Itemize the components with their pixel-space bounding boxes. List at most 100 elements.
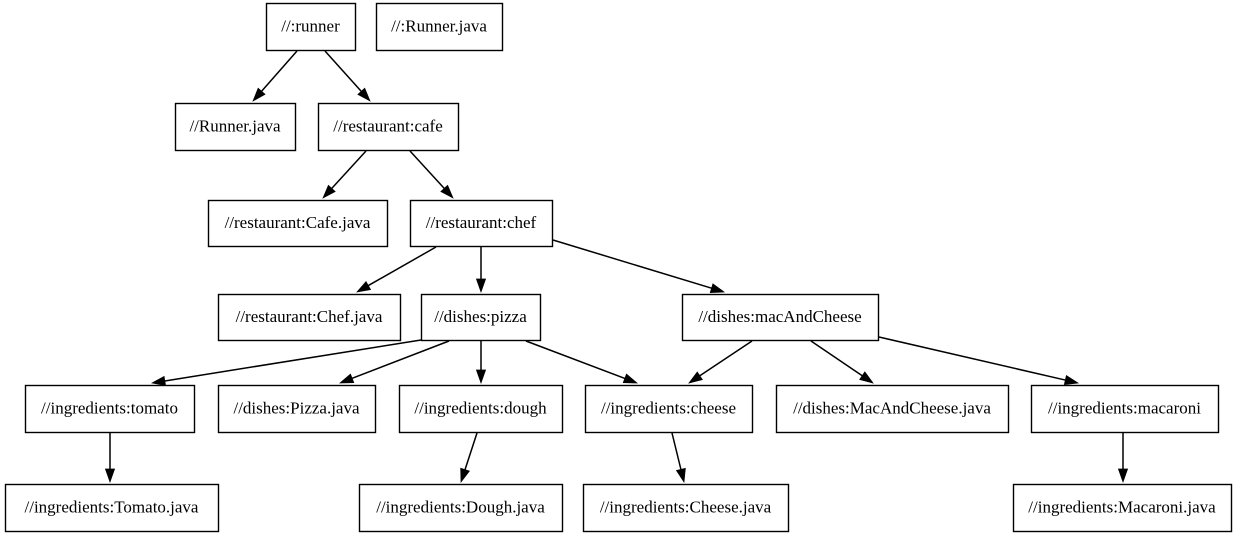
edge-runner-to-cafe: [324, 50, 371, 102]
arrowhead-icon: [709, 283, 726, 293]
edge-macandcheese-to-cheese: [688, 340, 753, 384]
edge-macandcheese-to-macandcheese_java: [810, 340, 874, 384]
node-label: //ingredients:Cheese.java: [600, 497, 772, 516]
arrowhead-icon: [1117, 468, 1129, 484]
arrowhead-icon: [440, 184, 454, 199]
node-box: [207, 199, 389, 248]
arrowhead-icon: [675, 467, 686, 484]
graph-node-runner[interactable]: //:runner: [265, 2, 357, 52]
graph-node-cafe[interactable]: //restaurant:cafe: [317, 102, 460, 152]
node-box: [358, 483, 564, 533]
edges-layer: [104, 50, 1129, 484]
nodes-layer: //:runner //:Runner.java //Runner.java //re…: [4, 2, 1233, 533]
edge-dough-to-dough_java: [460, 432, 478, 483]
node-label: //dishes:Pizza.java: [233, 398, 360, 417]
arrowhead-icon: [252, 87, 266, 102]
edge-line: [261, 50, 298, 92]
node-box: [582, 483, 790, 533]
edge-line: [552, 239, 712, 289]
node-label: //Runner.java: [189, 116, 281, 135]
edge-line: [671, 432, 682, 470]
node-box: [420, 293, 542, 342]
node-box: [375, 2, 504, 52]
arrowhead-icon: [460, 467, 470, 483]
node-label: //dishes:macAndCheese: [698, 307, 861, 326]
node-box: [317, 102, 460, 152]
graph-node-cafe_java[interactable]: //restaurant:Cafe.java: [207, 199, 389, 248]
node-label: //restaurant:Chef.java: [236, 307, 383, 326]
edge-pizza-to-dough: [475, 341, 487, 385]
node-box: [174, 102, 297, 152]
arrowhead-icon: [322, 184, 336, 199]
edge-cafe-to-cafe_java: [322, 150, 367, 199]
arrowhead-icon: [339, 373, 355, 384]
graph-node-dough_java[interactable]: //ingredients:Dough.java: [358, 483, 564, 533]
arrowhead-icon: [622, 373, 638, 384]
edge-pizza-to-tomato: [150, 339, 422, 386]
node-label: //restaurant:Cafe.java: [225, 213, 371, 232]
edge-cheese-to-cheese_java: [671, 432, 686, 484]
graph-node-macaroni_java[interactable]: //ingredients:Macaroni.java: [1012, 483, 1233, 533]
node-box: [217, 384, 377, 434]
graph-node-macandcheese_java[interactable]: //dishes:MacAndCheese.java: [775, 384, 1010, 434]
node-box: [775, 384, 1010, 434]
edge-macandcheese-to-macaroni: [878, 336, 1080, 385]
node-box: [398, 384, 564, 434]
node-box: [265, 2, 357, 52]
graph-node-runner_java[interactable]: //Runner.java: [174, 102, 297, 152]
graph-node-root_runner_java[interactable]: //:Runner.java: [375, 2, 504, 52]
edge-line: [810, 340, 863, 377]
edge-line: [699, 340, 753, 377]
arrowhead-icon: [475, 278, 487, 294]
graph-node-dough[interactable]: //ingredients:dough: [398, 384, 564, 434]
arrowhead-icon: [150, 375, 166, 386]
arrowhead-icon: [104, 468, 116, 484]
node-label: //dishes:pizza: [434, 307, 527, 326]
node-box: [1012, 483, 1233, 533]
graph-node-tomato_java[interactable]: //ingredients:Tomato.java: [4, 483, 220, 533]
node-box: [409, 199, 554, 248]
node-box: [584, 384, 754, 434]
node-box: [4, 483, 220, 533]
edge-line: [409, 150, 445, 189]
node-box: [681, 293, 880, 342]
edge-chef-to-pizza: [475, 247, 487, 294]
graph-node-chef_java[interactable]: //restaurant:Chef.java: [217, 293, 402, 342]
arrowhead-icon: [356, 280, 372, 293]
edge-line: [525, 340, 626, 380]
graph-node-cheese[interactable]: //ingredients:cheese: [584, 384, 754, 434]
graph-node-chef[interactable]: //restaurant:chef: [409, 199, 554, 248]
edge-macaroni-to-macaroni_java: [1117, 433, 1129, 484]
node-label: //dishes:MacAndCheese.java: [793, 398, 991, 417]
edge-line: [351, 340, 450, 380]
arrowhead-icon: [357, 87, 371, 102]
graph-node-tomato[interactable]: //ingredients:tomato: [24, 384, 196, 434]
graph-node-macandcheese[interactable]: //dishes:macAndCheese: [681, 293, 880, 342]
node-label: //:Runner.java: [391, 16, 487, 35]
edge-line: [331, 150, 367, 189]
edge-line: [324, 50, 362, 92]
node-label: //ingredients:macaroni: [1048, 398, 1201, 417]
graph-node-cheese_java[interactable]: //ingredients:Cheese.java: [582, 483, 790, 533]
node-label: //ingredients:cheese: [601, 398, 736, 417]
edge-pizza-to-pizza_java: [339, 340, 450, 384]
edge-line: [878, 336, 1066, 381]
edge-chef-to-macandcheese: [552, 239, 726, 293]
node-label: //ingredients:dough: [414, 398, 547, 417]
node-box: [217, 293, 402, 342]
node-box: [1030, 384, 1220, 434]
edge-chef-to-chef_java: [356, 246, 437, 293]
graph-node-pizza_java[interactable]: //dishes:Pizza.java: [217, 384, 377, 434]
graph-node-pizza[interactable]: //dishes:pizza: [420, 293, 542, 342]
arrowhead-icon: [475, 369, 487, 385]
graph-node-macaroni[interactable]: //ingredients:macaroni: [1030, 384, 1220, 434]
node-label: //restaurant:cafe: [333, 116, 443, 135]
node-label: //ingredients:Tomato.java: [25, 497, 199, 516]
node-label: //:runner: [281, 16, 340, 35]
node-label: //ingredients:Dough.java: [376, 497, 545, 516]
edge-line: [464, 432, 478, 470]
node-box: [24, 384, 196, 434]
node-label: //ingredients:Macaroni.java: [1028, 497, 1216, 516]
